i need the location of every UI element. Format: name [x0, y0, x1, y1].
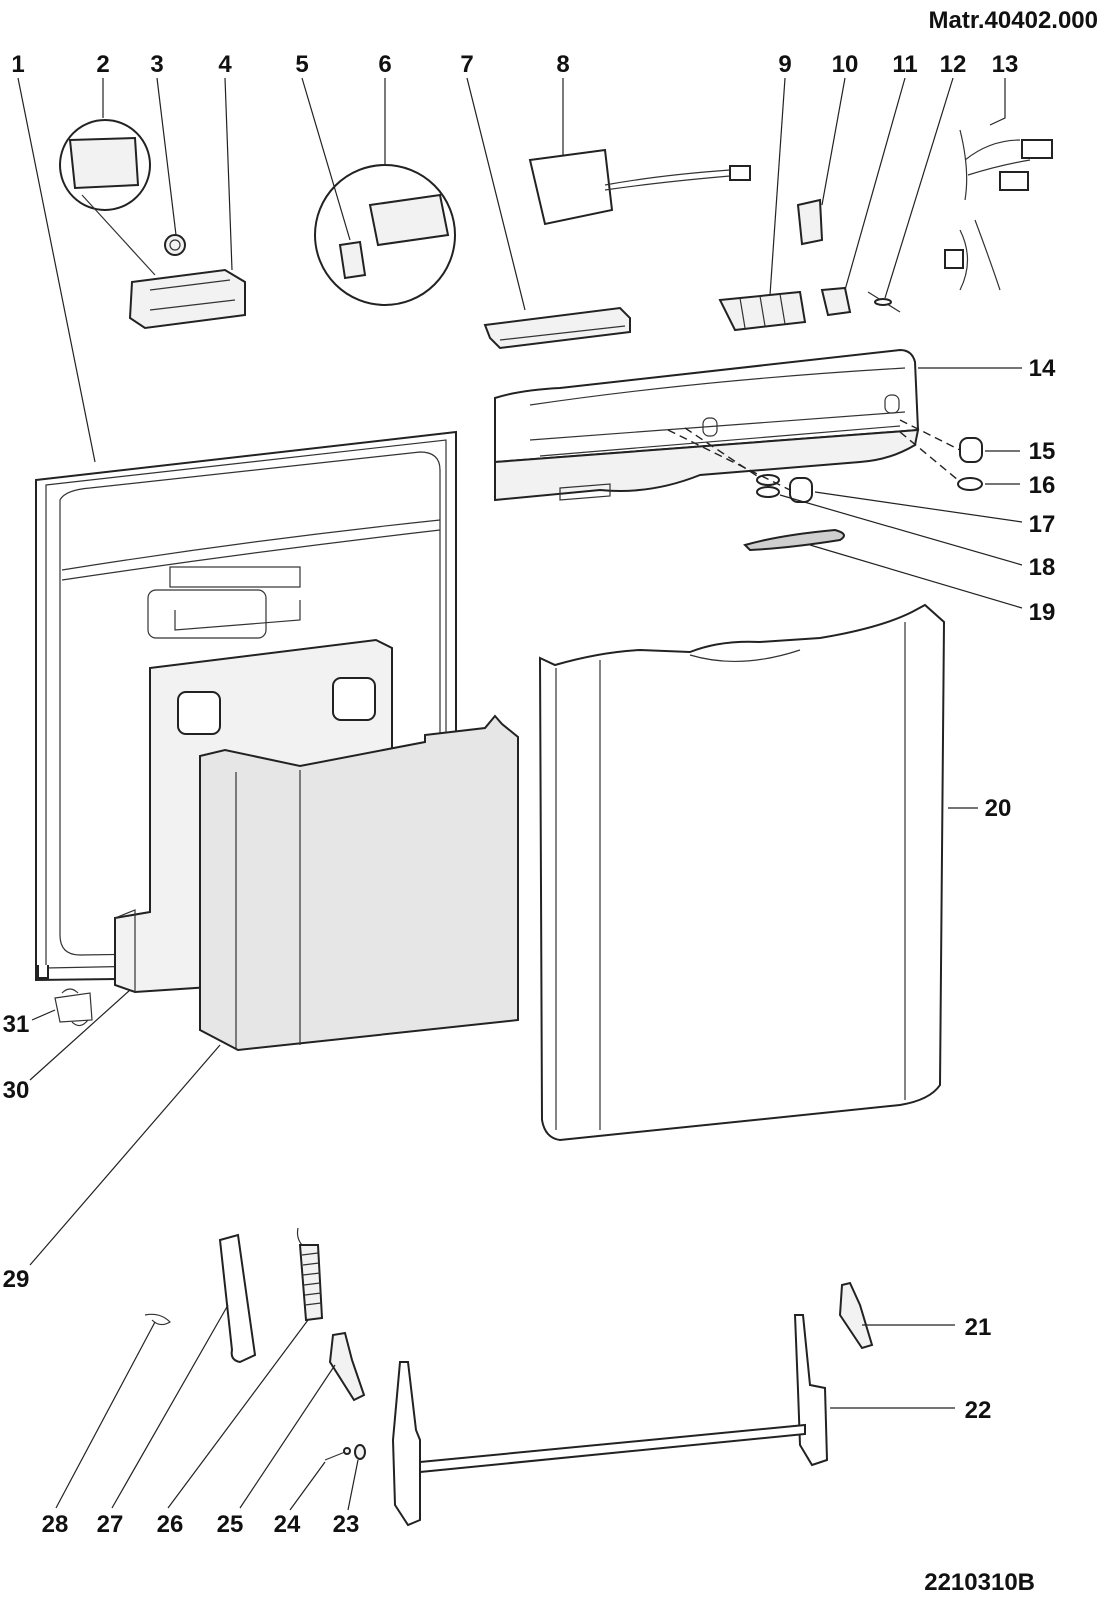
part-16-seal: [957, 477, 983, 491]
part-4-lock-module: [128, 268, 246, 330]
part-29-inner-cover: [199, 714, 519, 1052]
part-2-detail: [59, 119, 156, 276]
callout-7: 7: [460, 51, 473, 78]
part-15-button: [959, 437, 983, 463]
callout-28: 28: [42, 1511, 69, 1538]
part-13-wiring-harness: [944, 129, 1053, 291]
callout-12: 12: [940, 51, 967, 78]
part-27-sleeve: [218, 1233, 257, 1364]
part-19-handle: [743, 528, 845, 552]
callout-26: 26: [157, 1511, 184, 1538]
callout-23: 23: [333, 1511, 360, 1538]
callout-31: 31: [3, 1011, 30, 1038]
callout-24: 24: [274, 1511, 301, 1538]
callout-9: 9: [778, 51, 791, 78]
part-10-cable: [796, 198, 824, 246]
callout-18: 18: [1029, 554, 1056, 581]
part-3-knob: [164, 234, 186, 256]
callout-1: 1: [11, 51, 24, 78]
callout-13: 13: [992, 51, 1019, 78]
callout-25: 25: [217, 1511, 244, 1538]
drawing-code: 2210310B: [924, 1569, 1035, 1596]
callout-labels: 1 2 3 4 5 6 7 8 9 10 11 12 13 14 15 16 1…: [3, 51, 1056, 1538]
part-23-washer: [354, 1444, 366, 1460]
part-5-microswitch: [338, 240, 367, 280]
callout-2: 2: [96, 51, 109, 78]
part-26-spring: [296, 1227, 324, 1322]
part-22-hinge-frame: [391, 1314, 829, 1527]
callout-8: 8: [556, 51, 569, 78]
callout-3: 3: [150, 51, 163, 78]
callout-20: 20: [985, 795, 1012, 822]
callout-16: 16: [1029, 472, 1056, 499]
part-20-outer-door: [538, 603, 946, 1142]
part-7-bracket: [483, 306, 631, 350]
callout-6: 6: [378, 51, 391, 78]
part-14-control-panel: [494, 348, 920, 502]
callout-22: 22: [965, 1397, 992, 1424]
part-28-pin: [144, 1313, 171, 1326]
part-11-switch: [820, 286, 852, 317]
callout-19: 19: [1029, 599, 1056, 626]
part-21-hinge-lever: [838, 1281, 874, 1350]
part-8-circuit-board: [528, 148, 751, 226]
callout-21: 21: [965, 1314, 992, 1341]
callout-27: 27: [97, 1511, 124, 1538]
part-25-hinge-arm: [328, 1331, 366, 1402]
callout-4: 4: [218, 51, 232, 78]
callout-17: 17: [1029, 511, 1056, 538]
callout-11: 11: [892, 51, 917, 78]
part-6-lock-detail: [314, 164, 456, 306]
part-18-seal: [756, 474, 780, 498]
part-12-pin: [867, 291, 901, 313]
callout-14: 14: [1029, 355, 1056, 382]
part-24-screw: [324, 1447, 351, 1461]
matr-number: Matr.40402.000: [929, 7, 1098, 34]
leader-lines: [17, 77, 1023, 1511]
part-31-hook: [54, 988, 93, 1027]
callout-30: 30: [3, 1077, 30, 1104]
callout-10: 10: [832, 51, 859, 78]
callout-5: 5: [295, 51, 308, 78]
callout-29: 29: [3, 1266, 30, 1293]
part-9-push-buttons: [718, 290, 807, 332]
callout-15: 15: [1029, 438, 1056, 465]
